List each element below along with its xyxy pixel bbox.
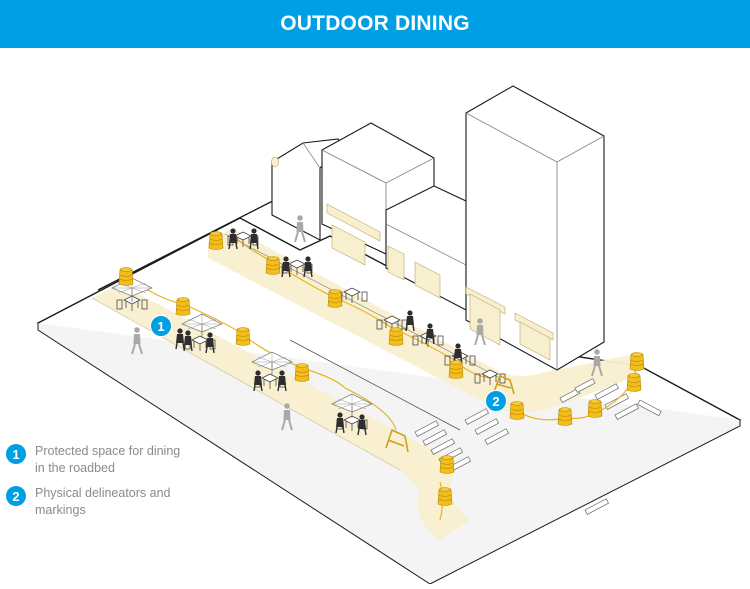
dining-zone-roadbed bbox=[92, 284, 470, 540]
title-banner: OUTDOOR DINING bbox=[0, 0, 750, 48]
legend: 1 Protected space for dining in the road… bbox=[6, 443, 226, 527]
a-frame-barriers bbox=[385, 374, 515, 453]
crosswalk-markings bbox=[414, 378, 662, 515]
callout-1-badge: 1 bbox=[150, 315, 172, 337]
legend-number-badge: 1 bbox=[6, 444, 26, 464]
dining-zone-curbside bbox=[208, 228, 640, 413]
legend-item-1: 1 Protected space for dining in the road… bbox=[6, 443, 226, 477]
street-ground bbox=[36, 217, 742, 585]
storefront-windows bbox=[271, 156, 554, 361]
legend-text: Protected space for dining in the roadbe… bbox=[35, 444, 181, 475]
isometric-street-illustration bbox=[0, 48, 750, 585]
callout-2-badge: 2 bbox=[485, 390, 507, 412]
page-title: OUTDOOR DINING bbox=[280, 12, 470, 35]
legend-text: Physical delineators and markings bbox=[35, 486, 171, 517]
legend-item-2: 2 Physical delineators and markings bbox=[6, 485, 226, 519]
legend-number-badge: 2 bbox=[6, 486, 26, 506]
